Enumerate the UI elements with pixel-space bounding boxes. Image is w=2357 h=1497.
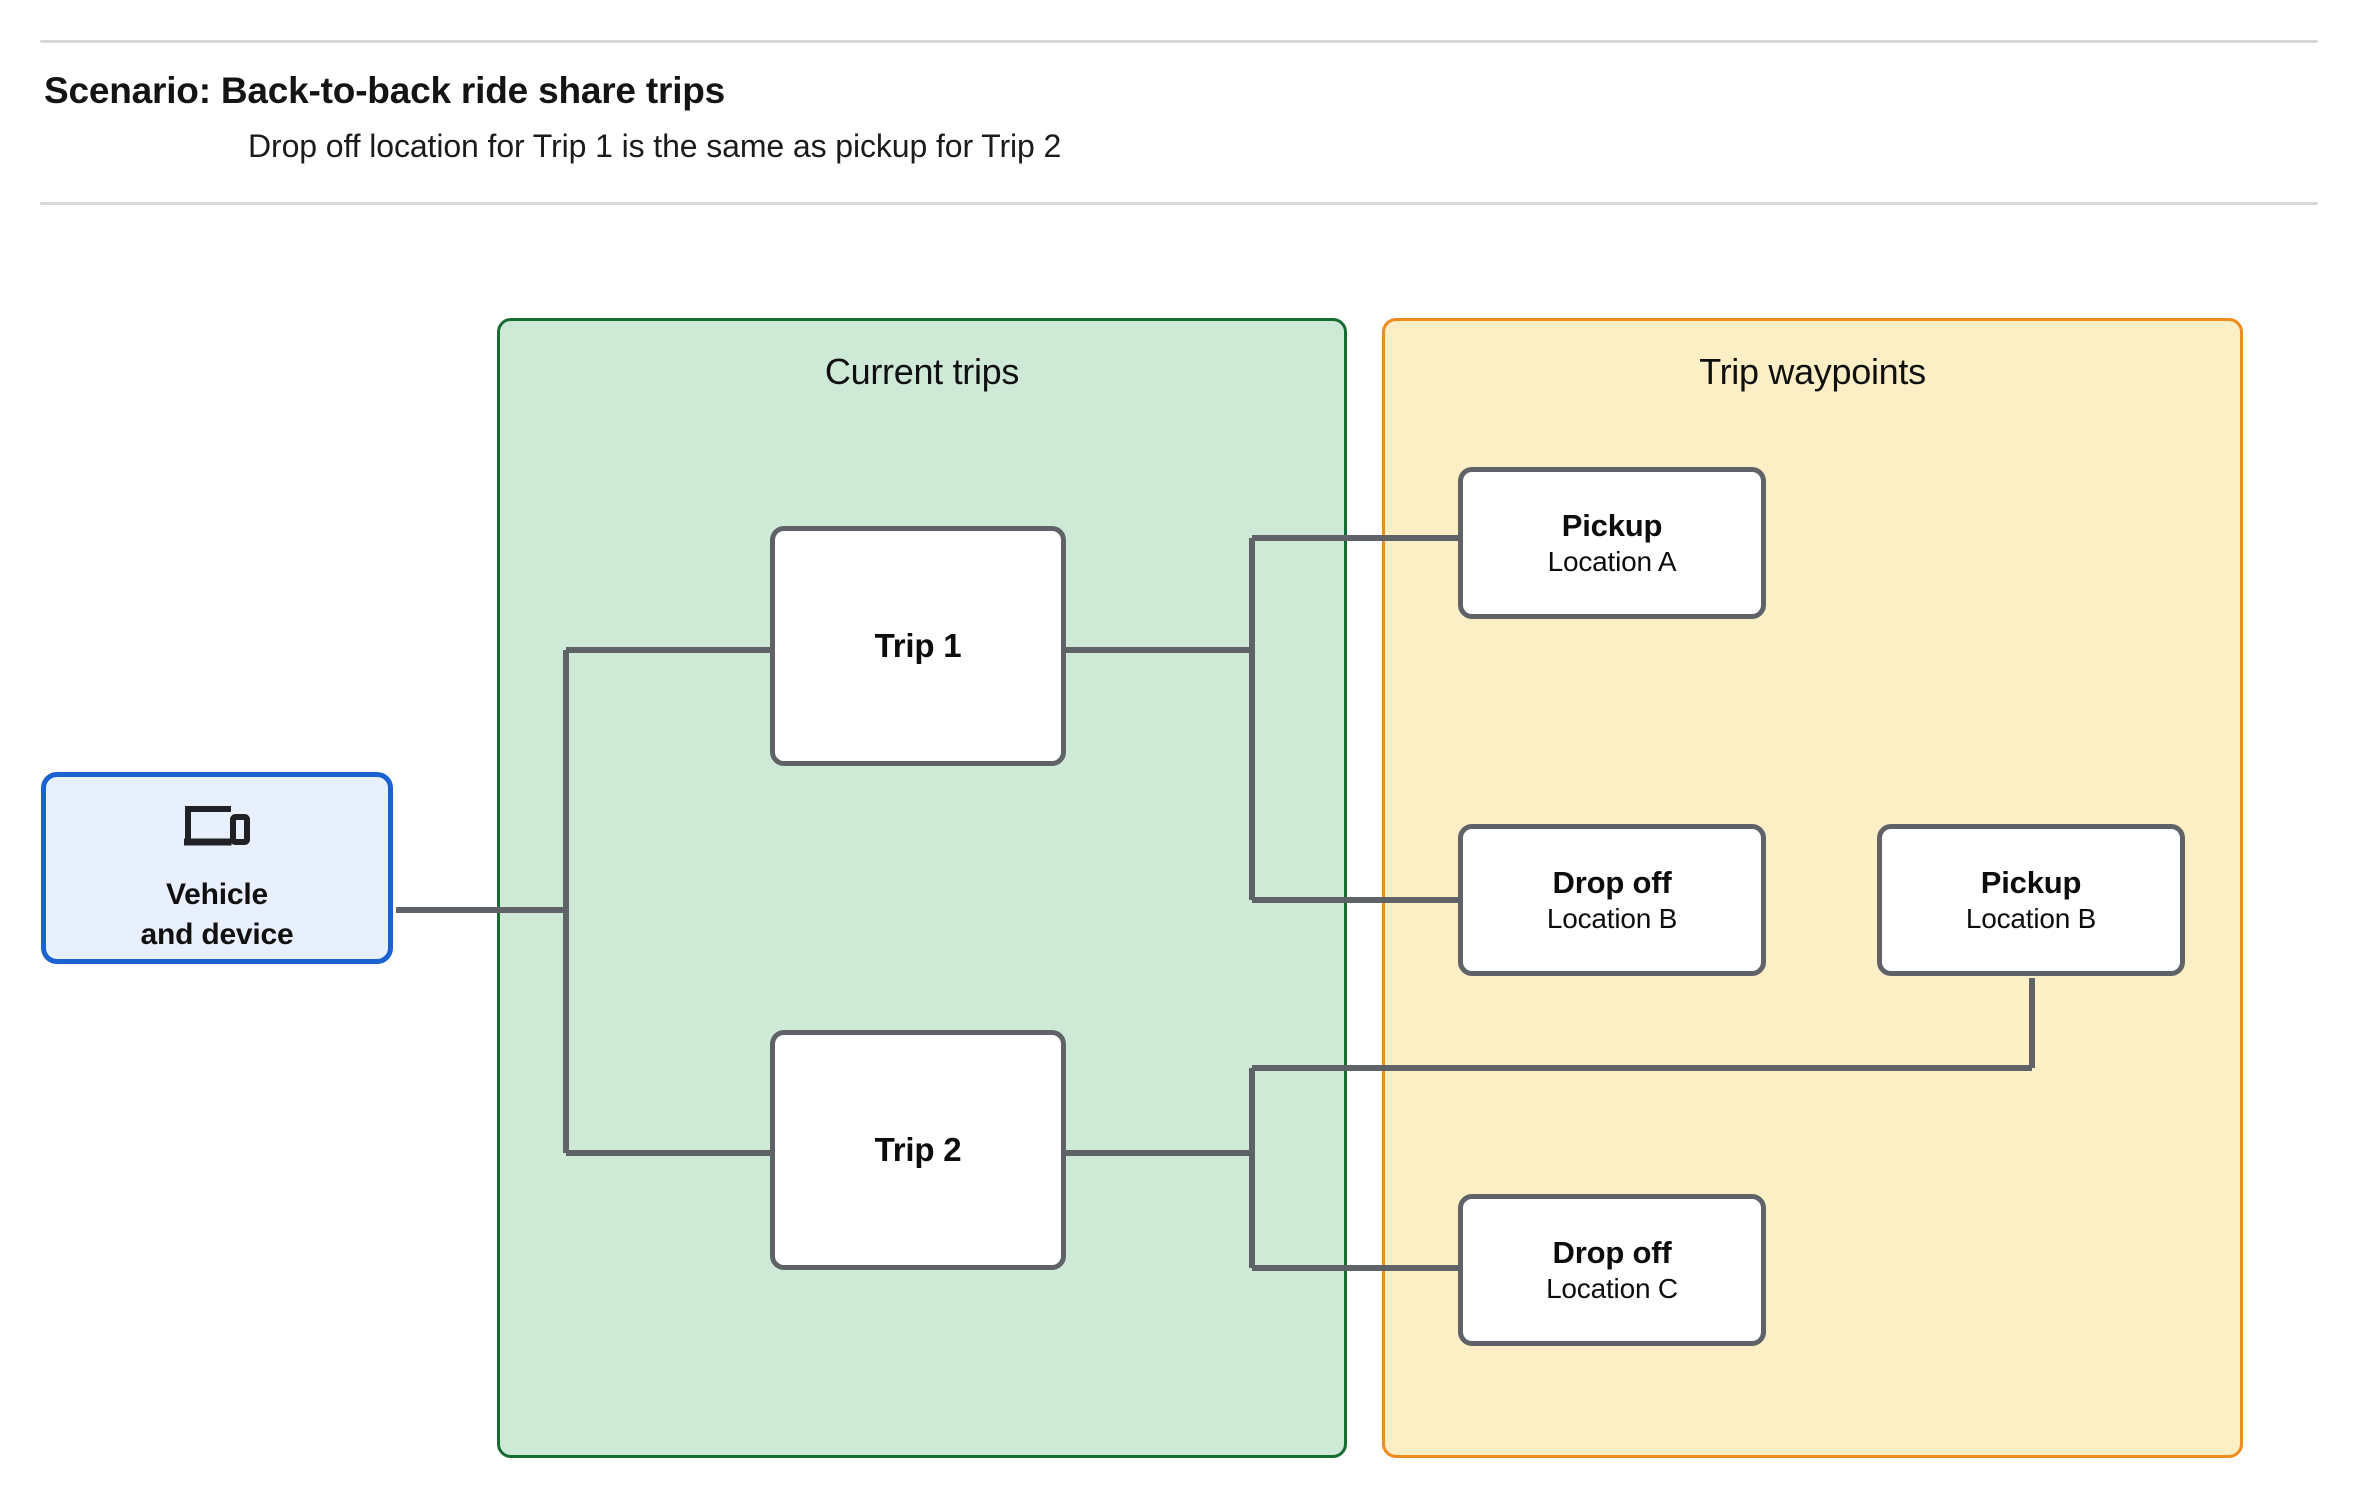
node-waypoint-pickup-a[interactable]: Pickup Location A bbox=[1458, 467, 1766, 619]
node-trip-1-label: Trip 1 bbox=[874, 626, 962, 664]
node-trip-1[interactable]: Trip 1 bbox=[770, 526, 1066, 766]
waypoint-type: Drop off bbox=[1552, 1234, 1672, 1270]
node-vehicle-and-device[interactable]: Vehicle and device bbox=[41, 772, 393, 964]
node-waypoint-dropoff-b[interactable]: Drop off Location B bbox=[1458, 824, 1766, 976]
header-divider-bottom bbox=[40, 202, 2318, 205]
devices-icon bbox=[184, 806, 250, 846]
node-waypoint-pickup-b[interactable]: Pickup Location B bbox=[1877, 824, 2185, 976]
waypoint-type: Drop off bbox=[1552, 864, 1672, 900]
node-trip-2[interactable]: Trip 2 bbox=[770, 1030, 1066, 1270]
group-trip-waypoints-title: Trip waypoints bbox=[1699, 351, 1926, 392]
waypoint-type: Pickup bbox=[1980, 864, 2082, 900]
group-current-trips: Current trips bbox=[497, 318, 1347, 1458]
page-subtitle: Drop off location for Trip 1 is the same… bbox=[248, 128, 1062, 164]
group-current-trips-title: Current trips bbox=[824, 351, 1020, 392]
header-divider-top bbox=[40, 40, 2318, 43]
page-title: Scenario: Back-to-back ride share trips bbox=[44, 70, 726, 111]
waypoint-location: Location B bbox=[1965, 903, 2097, 935]
waypoint-location: Location C bbox=[1546, 1273, 1678, 1305]
node-waypoint-dropoff-c[interactable]: Drop off Location C bbox=[1458, 1194, 1766, 1346]
waypoint-type: Pickup bbox=[1561, 507, 1663, 543]
node-trip-2-label: Trip 2 bbox=[874, 1130, 962, 1168]
waypoint-location: Location A bbox=[1547, 546, 1677, 578]
vehicle-label: Vehicle and device bbox=[140, 878, 294, 951]
waypoint-location: Location B bbox=[1546, 903, 1678, 935]
